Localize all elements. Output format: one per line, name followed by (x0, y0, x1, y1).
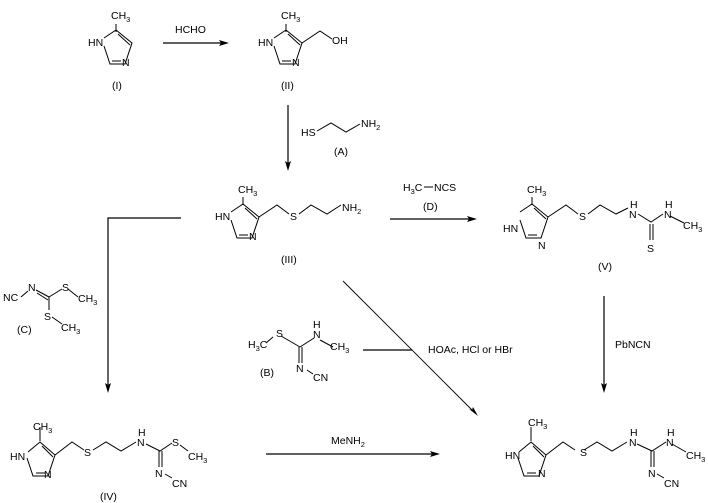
compound-i: CH3 HN N (I) (88, 10, 133, 92)
reagent-c-nc: NC (3, 292, 19, 304)
compound-iii-s: S (290, 211, 297, 223)
compound-ii-oh: OH (332, 35, 348, 47)
product-n4: N (648, 468, 656, 480)
compound-iii: CH3 HN N S NH2 (III) (215, 184, 361, 266)
compound-v-h2: H (665, 199, 673, 211)
reagent-b-s: S (276, 328, 283, 340)
product-n2: N (629, 437, 637, 449)
reagent-b-ch3: CH3 (330, 341, 349, 355)
compound-v: CH3 HN N S H N H N CH3 S (V) (503, 184, 702, 273)
reagent-acids: HOAc, HCl or HBr (428, 344, 513, 356)
reagent-menh2: MeNH2 (331, 435, 365, 449)
compound-v-s: S (579, 211, 586, 223)
reagent-a: HS NH2 (A) (301, 118, 380, 158)
compound-iv-nh: HN (10, 451, 25, 463)
product-n3: N (666, 437, 674, 449)
compound-iv-s2: S (172, 437, 179, 449)
arrow-ii-to-iii (285, 105, 291, 171)
compound-iv-s: S (84, 447, 91, 459)
reagent-b-cn: CN (313, 372, 328, 384)
compound-ii-label: (II) (281, 80, 294, 92)
reagent-c: NC N S CH3 S CH3 (C) (3, 282, 97, 336)
product-n: N (538, 468, 546, 480)
arrow-iii-to-iv (105, 217, 181, 393)
reagent-pbncn: PbNCN (615, 339, 651, 351)
product-cn: CN (664, 478, 679, 490)
product-ch3b: CH3 (686, 450, 705, 464)
compound-iv-n3: N (155, 468, 163, 480)
reagent-a-label: (A) (334, 146, 348, 158)
compound-i-n: N (122, 57, 130, 69)
reagent-a-nh2: NH2 (361, 118, 380, 132)
compound-v-label: (V) (598, 261, 612, 273)
arrow-v-to-product: PbNCN (601, 296, 651, 393)
reagent-d-h3c: H3C (403, 182, 423, 196)
arrow-iii-to-product: HOAc, HCl or HBr (342, 280, 513, 416)
product-h: H (630, 427, 638, 439)
compound-iv-label: (IV) (100, 491, 117, 503)
product-h2: H (667, 427, 675, 439)
compound-iv-n: N (44, 469, 52, 481)
compound-v-n2: N (629, 209, 637, 221)
reagent-hcho: HCHO (175, 24, 206, 36)
reagent-c-s2: S (44, 311, 51, 323)
compound-iv: CH3 HN N S H N S CH3 N CN (IV) (10, 421, 207, 503)
compound-i-nh: HN (88, 37, 103, 49)
compound-product: CH3 HN N S H N H N CH3 N CN (505, 417, 705, 490)
compound-iv-ch3: CH3 (33, 421, 52, 435)
reagent-d: H3C NCS (D) (403, 182, 456, 213)
reagent-c-s1: S (62, 282, 69, 294)
compound-v-h: H (630, 199, 638, 211)
reagent-b-n: N (313, 329, 321, 341)
arrow-i-to-ii: HCHO (163, 24, 229, 46)
arrow-iii-to-v (390, 216, 477, 222)
reagent-a-hs: HS (301, 127, 316, 139)
compound-ii-ch3: CH3 (281, 10, 300, 24)
compound-v-n3: N (664, 209, 672, 221)
reagent-b-h3c: H3C (248, 339, 268, 353)
reagent-c-ch3b: CH3 (61, 322, 80, 336)
product-ch3: CH3 (528, 417, 547, 431)
compound-iii-n: N (249, 231, 257, 243)
compound-iii-nh: HN (215, 211, 230, 223)
reagent-b-h: H (313, 319, 321, 331)
compound-iv-h: H (138, 427, 146, 439)
compound-iv-ch3b: CH3 (188, 451, 207, 465)
compound-iv-n2: N (137, 437, 145, 449)
compound-i-ch3: CH3 (111, 10, 130, 24)
reagent-c-n: N (28, 282, 36, 294)
compound-iii-nh2: NH2 (342, 202, 361, 216)
reagent-d-label: (D) (423, 201, 438, 213)
compound-v-ch3: CH3 (527, 184, 546, 198)
reagent-d-ncs: NCS (434, 182, 456, 194)
product-nh: HN (505, 450, 520, 462)
reagent-c-label: (C) (17, 324, 32, 336)
compound-v-n: N (538, 240, 546, 252)
compound-ii-nh: HN (258, 37, 273, 49)
compound-v-nh: HN (503, 223, 518, 235)
compound-ii: CH3 HN N OH (II) (258, 10, 348, 92)
arrow-iv-to-product: MeNH2 (266, 435, 440, 457)
reagent-b-n2: N (296, 363, 304, 375)
compound-iii-ch3: CH3 (238, 184, 257, 198)
compound-ii-n: N (292, 57, 300, 69)
compound-i-label: (I) (112, 80, 122, 92)
compound-v-s2: S (647, 243, 654, 255)
compound-iv-cn: CN (172, 478, 187, 490)
reagent-b: H3C S H N CH3 N CN (B) (248, 319, 349, 384)
product-s: S (580, 447, 587, 459)
compound-iii-label: (III) (281, 254, 297, 266)
reagent-c-ch3a: CH3 (78, 293, 97, 307)
compound-v-ch3b: CH3 (683, 220, 702, 234)
reagent-b-label: (B) (260, 367, 274, 379)
